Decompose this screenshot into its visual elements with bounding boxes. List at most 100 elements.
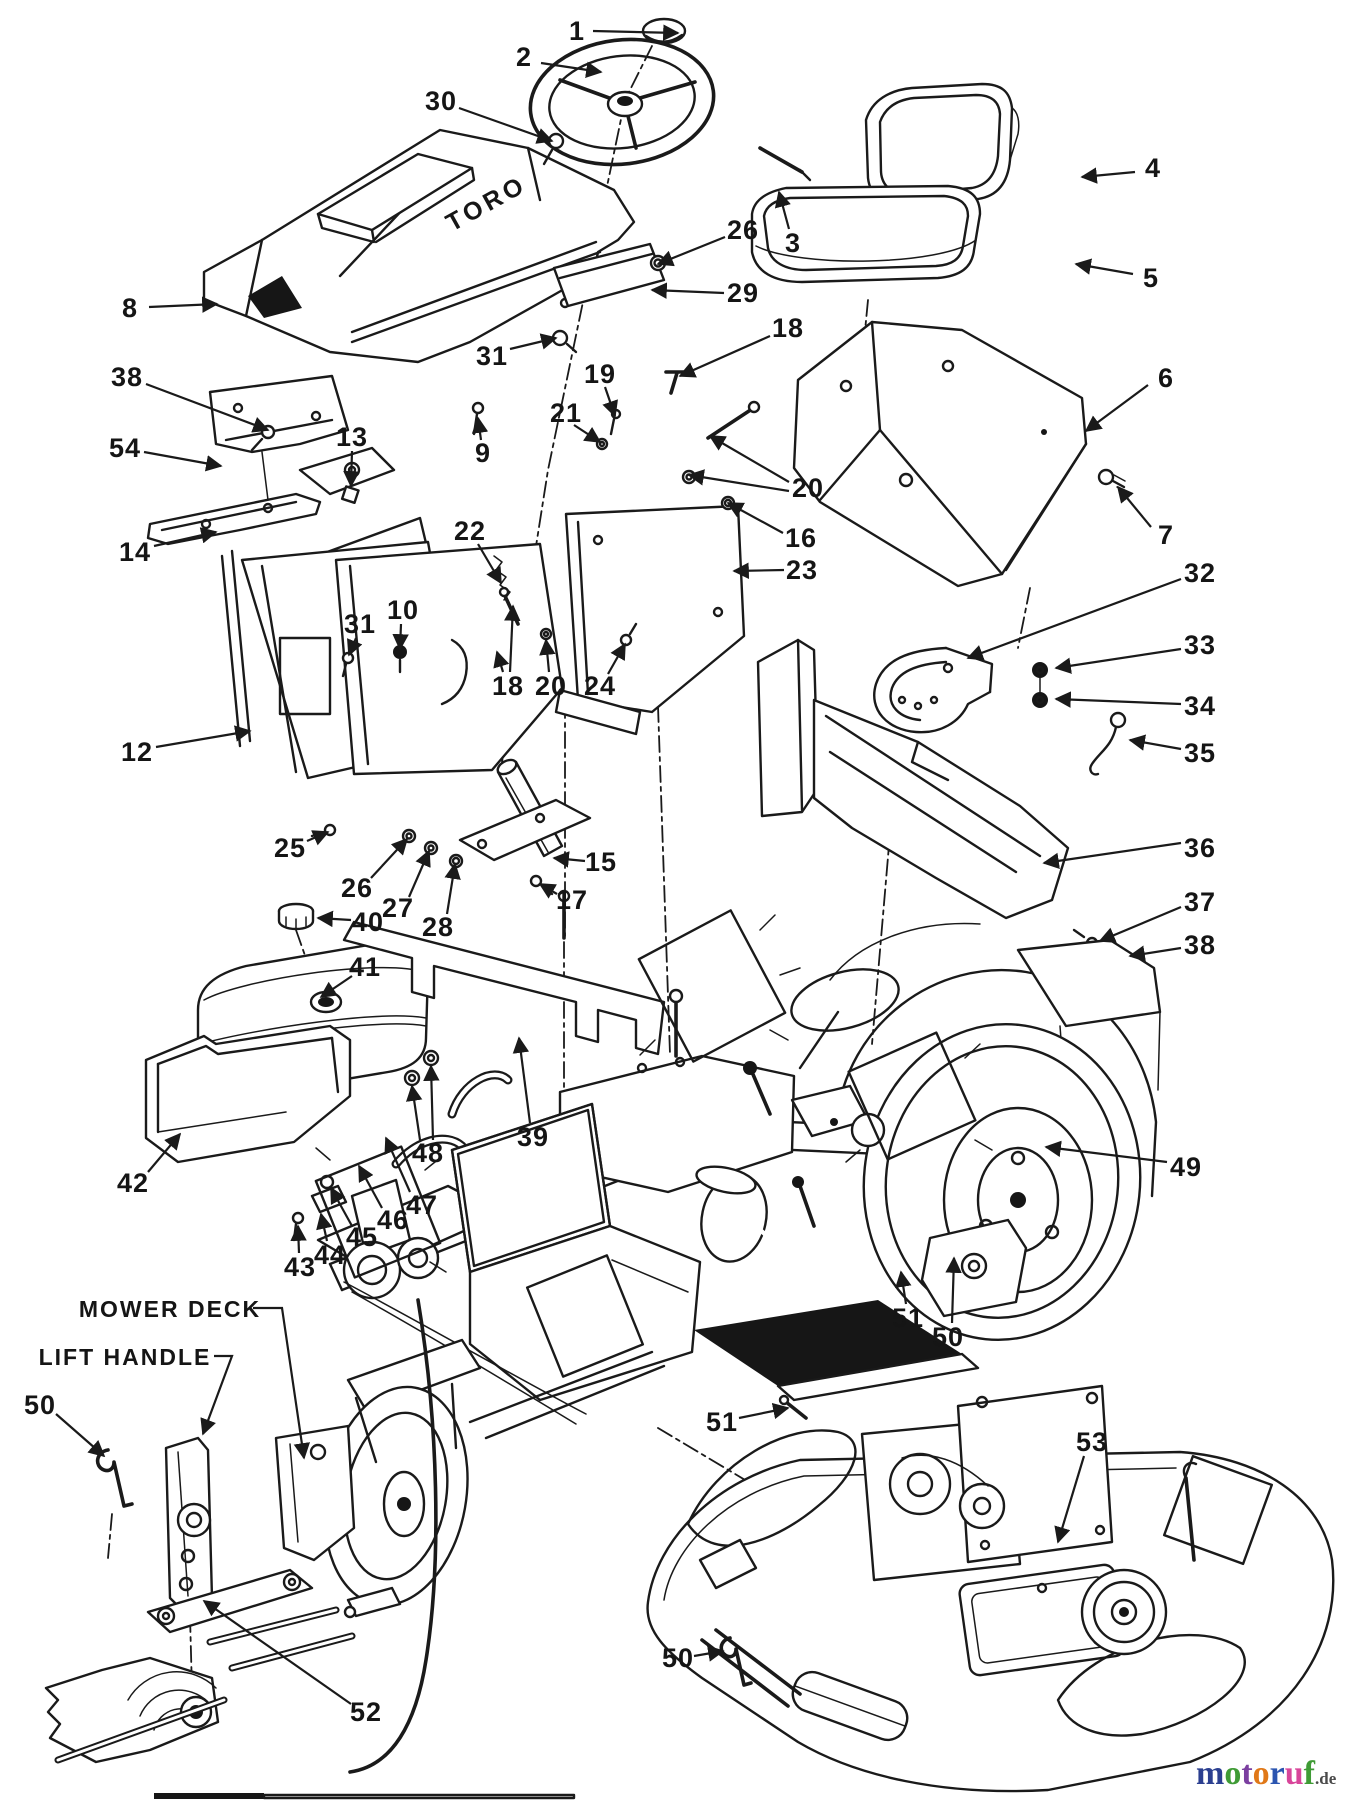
- callout-text: 13: [336, 422, 368, 452]
- callout-13: 13: [336, 422, 368, 488]
- callout-text: 42: [117, 1168, 149, 1198]
- leader-line: [358, 1164, 383, 1209]
- leader-line: [945, 1256, 962, 1324]
- callout-52: 52: [202, 1600, 381, 1727]
- callout-20: 20: [687, 435, 823, 503]
- callout-text: 22: [454, 516, 486, 546]
- callout-text: 36: [1184, 833, 1216, 863]
- callout-8: 8: [122, 293, 219, 323]
- headlight-plate-29: [552, 242, 666, 308]
- callout-text: 47: [406, 1190, 438, 1220]
- callout-text: 25: [274, 833, 306, 863]
- nuts-33-34: [1032, 662, 1048, 708]
- leader-line: [708, 435, 790, 483]
- spring-22: [493, 555, 511, 601]
- side-panel-23: [554, 504, 746, 736]
- fuel-cap-40: [277, 902, 315, 931]
- leader-line: [650, 282, 725, 299]
- steering-shaft-15: [458, 758, 592, 896]
- line-art-layer: TORO: [44, 17, 1335, 1800]
- leader-line: [343, 450, 360, 488]
- perforation-grid: [278, 636, 332, 716]
- checker-patch-front: [314, 1145, 447, 1279]
- callout-text: MOWER DECK: [79, 1296, 261, 1322]
- callout-text: 41: [349, 952, 381, 982]
- callout-9: 9: [471, 416, 490, 468]
- leader-line: [253, 1306, 311, 1460]
- callout-text: 45: [346, 1222, 378, 1252]
- callout-49: 49: [1044, 1140, 1201, 1182]
- label-lift-handle: LIFT HANDLE: [39, 1344, 234, 1436]
- callout-22: 22: [454, 516, 502, 585]
- wheel-well-curve: [348, 1298, 438, 1774]
- callout-10: 10: [387, 595, 418, 651]
- callout-5: 5: [1074, 258, 1159, 293]
- callout-text: 18: [772, 313, 804, 343]
- leader-line: [55, 1413, 106, 1458]
- callout-text: 27: [382, 893, 414, 923]
- leader-line: [407, 849, 431, 898]
- deck-roller: [791, 1670, 909, 1742]
- callout-17: 17: [538, 883, 588, 915]
- leader-line: [552, 851, 586, 868]
- callout-text: 7: [1158, 520, 1174, 550]
- leader-line: [573, 424, 602, 443]
- leader-line: [539, 638, 556, 673]
- leader-line: [512, 1036, 532, 1124]
- callout-text: 50: [662, 1643, 694, 1673]
- tractor-chassis: [314, 909, 1162, 1774]
- callout-text: 44: [314, 1240, 346, 1270]
- callout-text: 40: [352, 907, 384, 937]
- leader-line: [656, 235, 726, 267]
- callout-text: 26: [341, 873, 373, 903]
- callout-34: 34: [1054, 691, 1216, 721]
- support-bar-14: [146, 492, 322, 546]
- callout-30: 30: [425, 86, 554, 144]
- callout-51: 51: [706, 1402, 790, 1437]
- callout-text: 6: [1158, 363, 1174, 393]
- callout-36: 36: [1042, 833, 1216, 870]
- callout-text: 16: [785, 523, 817, 553]
- callout-text: 43: [284, 1252, 316, 1282]
- callout-text: 31: [476, 341, 508, 371]
- leader-line: [895, 1270, 912, 1305]
- callout-48: 48: [406, 1064, 443, 1168]
- lift-handle-assembly: [44, 1424, 402, 1764]
- leader-line: [384, 1136, 412, 1193]
- callout-text: 38: [111, 362, 143, 392]
- leader-line: [774, 190, 791, 230]
- callout-27: 27: [382, 849, 431, 923]
- engine: [450, 988, 886, 1402]
- callout-26: 26: [656, 215, 758, 267]
- callout-53: 53: [1054, 1427, 1107, 1544]
- leader-line: [592, 24, 680, 41]
- checker-patch-fender: [637, 909, 801, 1063]
- callout-12: 12: [121, 725, 252, 767]
- callout-text: 4: [1145, 153, 1161, 183]
- callout-text: 3: [785, 228, 801, 258]
- callout-text: 34: [1184, 691, 1216, 721]
- cotter-pin-50-deck: [719, 1636, 753, 1687]
- callout-text: 20: [535, 671, 567, 701]
- leader-line: [423, 1064, 440, 1141]
- callout-50: 50: [662, 1643, 725, 1673]
- callout-14: 14: [119, 527, 218, 567]
- callout-text: 5: [1143, 263, 1159, 293]
- callout-text: 17: [556, 885, 588, 915]
- callout-7: 7: [1116, 485, 1174, 550]
- callout-28: 28: [422, 862, 461, 942]
- support-bracket-39: [342, 889, 666, 1056]
- callout-text: 23: [786, 555, 818, 585]
- callout-41: 41: [319, 952, 381, 998]
- hood-vent-shadow: [248, 276, 302, 318]
- leader-line: [143, 450, 223, 472]
- callout-text: 14: [119, 537, 151, 567]
- callout-2: 2: [516, 42, 603, 78]
- leader-line: [607, 642, 626, 675]
- leader-line: [1084, 384, 1149, 432]
- callout-47: 47: [384, 1136, 438, 1220]
- callout-31: 31: [344, 609, 375, 657]
- leader-line: [966, 577, 1182, 661]
- hinge-bracket-32: [873, 646, 994, 734]
